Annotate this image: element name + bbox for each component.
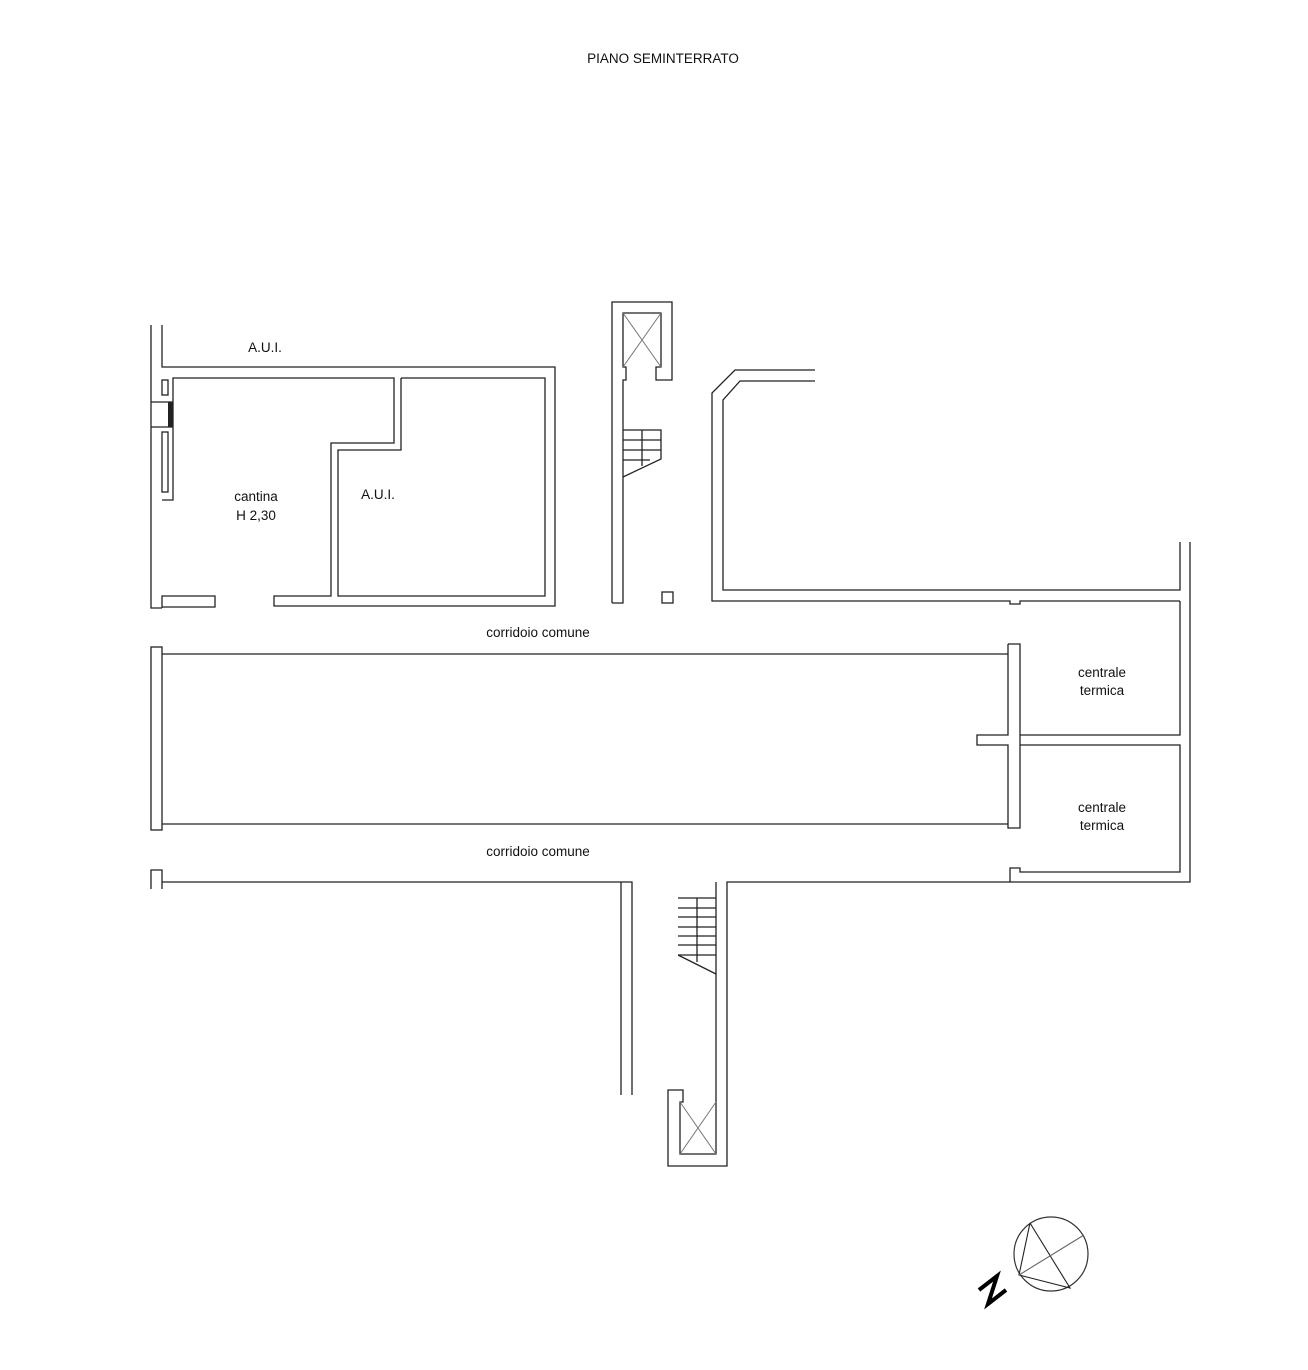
stairs-icon (622, 429, 662, 478)
north-arrow-icon (977, 1216, 1089, 1310)
label-corridor-2: corridoio comune (486, 844, 590, 859)
label-corridor-1: corridoio comune (486, 625, 590, 640)
window-icon (168, 402, 173, 427)
cantina-block-walls (150, 325, 556, 609)
label-centrale-2b: termica (1080, 818, 1125, 833)
label-aui-room: A.U.I. (361, 487, 395, 502)
label-cantina: cantina (234, 489, 278, 504)
right-upper-walls (711, 369, 1191, 883)
label-centrale-1b: termica (1080, 683, 1125, 698)
plan-title: PIANO SEMINTERRATO (587, 51, 739, 66)
label-aui-top: A.U.I. (248, 340, 282, 355)
label-centrale-2a: centrale (1078, 800, 1126, 815)
stairs-icon (677, 897, 717, 975)
top-stair-block (611, 301, 674, 604)
label-centrale-1a: centrale (1078, 665, 1126, 680)
label-cantina-height: H 2,30 (236, 508, 276, 523)
bottom-walls (150, 869, 1010, 1167)
pillar-icon (661, 591, 674, 604)
central-room-walls (150, 643, 1021, 831)
